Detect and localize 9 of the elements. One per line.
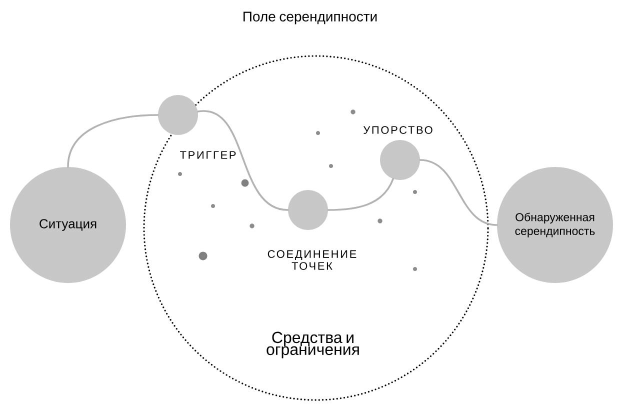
connector-line xyxy=(327,178,394,211)
stage-label: СОЕДИНЕНИЕ ТОЧЕК xyxy=(268,250,356,270)
field-note: Средства и ограничения xyxy=(266,332,359,358)
stage-label: ТРИГГЕР xyxy=(180,151,236,159)
field-title: Поле серендипности xyxy=(244,12,377,24)
connector-line xyxy=(419,159,498,226)
connector-line xyxy=(67,114,159,168)
connector-line xyxy=(197,110,289,211)
stage-label: УПОРСТВО xyxy=(363,126,432,134)
